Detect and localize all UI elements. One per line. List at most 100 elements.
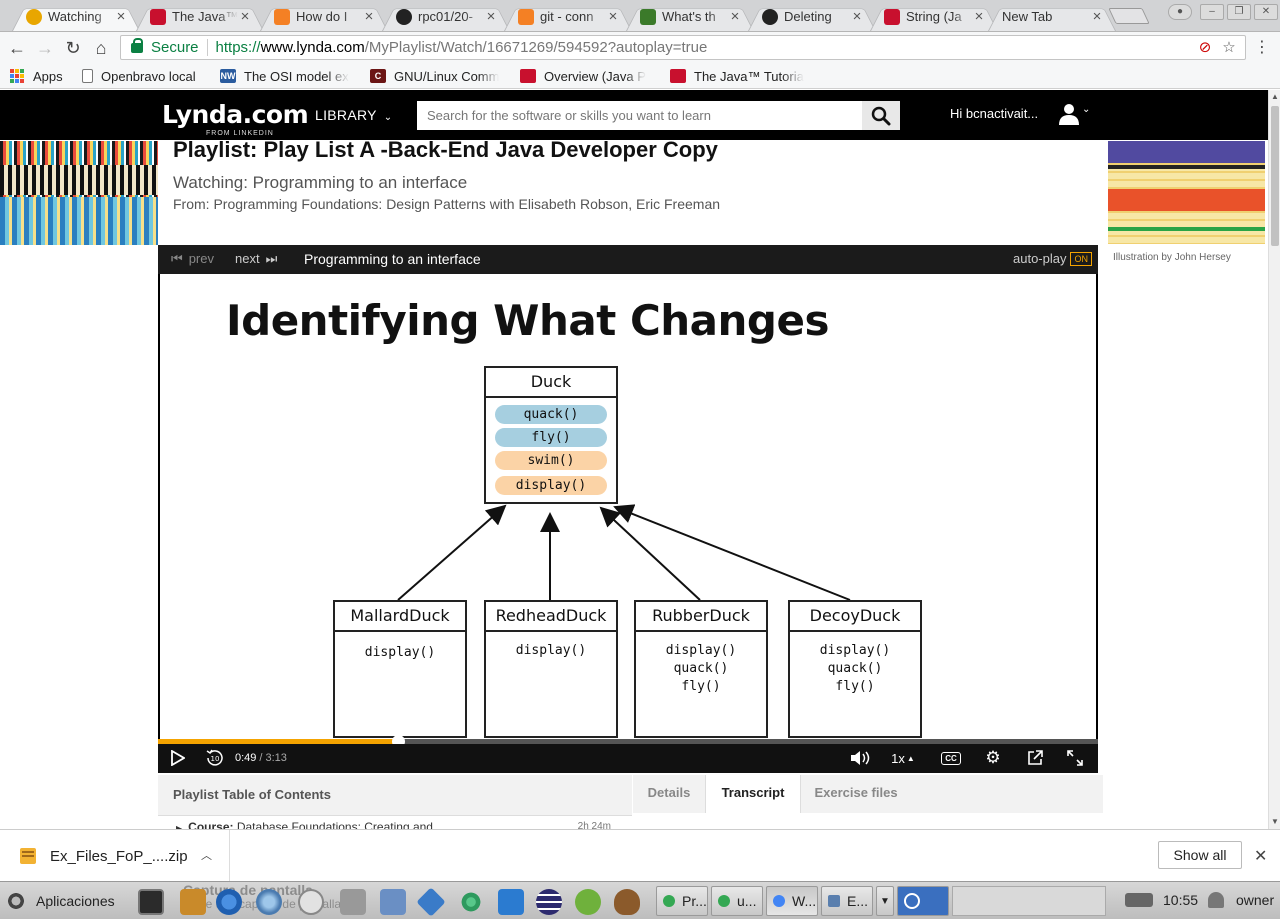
chevron-up-icon[interactable]: ︿: [201, 850, 212, 862]
oracle-icon: [520, 69, 536, 83]
volume-button[interactable]: [848, 748, 874, 768]
clock[interactable]: 10:55: [1163, 892, 1199, 908]
reload-icon[interactable]: ↻: [65, 38, 81, 58]
close-icon[interactable]: ×: [364, 7, 374, 25]
chromium-launcher-icon[interactable]: [216, 889, 242, 915]
scroll-down-icon[interactable]: ▼: [1271, 817, 1279, 826]
task-e[interactable]: E...: [821, 886, 873, 916]
tab-rpc01[interactable]: rpc01/20- ×: [386, 2, 506, 31]
tab-title: String (Ja: [906, 9, 962, 24]
task-overflow-button[interactable]: ▼: [876, 886, 894, 916]
forward-arrow-icon[interactable]: →: [36, 38, 54, 58]
close-icon[interactable]: ×: [608, 7, 618, 25]
tab-title: Watching: [48, 9, 102, 24]
eclipse-icon[interactable]: [536, 889, 562, 915]
back-arrow-icon[interactable]: ←: [8, 38, 26, 58]
bookmark-apps[interactable]: Apps: [10, 67, 80, 85]
vscode-icon[interactable]: [498, 889, 524, 915]
profile-icon[interactable]: ●: [1168, 4, 1192, 20]
user-menu-button[interactable]: ⌄: [1058, 102, 1094, 128]
applications-menu[interactable]: Aplicaciones: [6, 888, 115, 914]
android-studio-icon[interactable]: [575, 889, 601, 915]
video-title: Programming to an interface: [304, 251, 481, 267]
close-icon[interactable]: ×: [1092, 7, 1102, 25]
close-icon[interactable]: ×: [730, 7, 740, 25]
closed-captions-button[interactable]: CC: [939, 748, 963, 768]
close-icon[interactable]: ×: [974, 7, 984, 25]
bookmark-java-tutorial[interactable]: The Java™ Tutoria: [670, 67, 810, 85]
tab-title: The Java™: [172, 9, 238, 24]
page-content: Illustration by John Hersey Playlist: Pl…: [0, 141, 1268, 829]
task-w[interactable]: W...: [766, 886, 818, 916]
address-bar[interactable]: Secure https:// www.lynda.com /MyPlaylis…: [120, 35, 1246, 60]
minimize-icon[interactable]: –: [1200, 4, 1224, 20]
bookmark-osi-model[interactable]: NW The OSI model ex: [220, 68, 349, 84]
folder-icon[interactable]: [380, 889, 406, 915]
task-pr[interactable]: Pr...: [656, 886, 708, 916]
new-tab-button[interactable]: [1112, 8, 1146, 24]
tab-watching[interactable]: Watching ×: [16, 2, 136, 31]
lynda-favicon-icon: [26, 8, 42, 25]
show-all-button[interactable]: Show all: [1158, 841, 1242, 869]
rewind-10-icon: 10: [206, 749, 223, 766]
tab-new-tab[interactable]: New Tab ×: [992, 2, 1112, 31]
fullscreen-button[interactable]: [1064, 748, 1086, 768]
web-browser-icon[interactable]: [256, 889, 282, 915]
next-button[interactable]: next⏭: [235, 251, 278, 266]
slide-title: Identifying What Changes: [226, 296, 829, 345]
tab-string-java[interactable]: String (Ja ×: [874, 2, 994, 31]
network-icon[interactable]: [1125, 893, 1153, 907]
terminal-icon[interactable]: [138, 889, 164, 915]
acorn-icon[interactable]: [614, 889, 640, 915]
tab-transcript[interactable]: Transcript: [705, 775, 801, 813]
notes-icon[interactable]: [180, 889, 206, 915]
search-files-icon[interactable]: [298, 889, 324, 915]
bookmark-java-overview[interactable]: Overview (Java P: [520, 67, 660, 85]
bookmark-openbravo[interactable]: Openbravo local: [80, 67, 210, 85]
site-header: Lynda.com FROM LINKEDIN LIBRARY ⌄ Hi bcn…: [0, 90, 1268, 140]
page-scrollbar[interactable]: ▲ ▼: [1268, 90, 1280, 829]
popout-button[interactable]: [1024, 748, 1046, 768]
speed-button[interactable]: 1x▲: [891, 750, 915, 766]
bookmark-star-icon[interactable]: ☆: [1222, 39, 1236, 56]
window-close-icon[interactable]: ✕: [1254, 4, 1278, 20]
tab-git-conn[interactable]: git - conn ×: [508, 2, 628, 31]
workspace-pager[interactable]: [952, 886, 1106, 916]
tab-whats-the[interactable]: What's th ×: [630, 2, 750, 31]
video-frame[interactable]: Identifying What Changes Duck quack() fl…: [160, 274, 1096, 741]
library-menu-button[interactable]: LIBRARY ⌄: [315, 107, 393, 123]
home-icon[interactable]: ⌂: [95, 38, 107, 58]
virtualbox-icon[interactable]: [416, 887, 446, 917]
rewind-10-button[interactable]: 10: [204, 748, 226, 768]
scroll-thumb[interactable]: [1271, 106, 1279, 246]
bookmark-gnu-linux[interactable]: C GNU/Linux Comm: [370, 67, 510, 85]
toc-row[interactable]: ▶Course: Database Foundations: Creating …: [158, 815, 632, 829]
settings-gear-icon[interactable]: ⚙: [985, 748, 1001, 767]
close-icon[interactable]: ×: [486, 7, 496, 25]
prev-button[interactable]: ⏮prev: [171, 251, 214, 266]
close-icon[interactable]: ×: [240, 7, 250, 25]
menu-kebab-icon[interactable]: ⋮: [1254, 39, 1270, 56]
close-icon[interactable]: ×: [116, 7, 126, 25]
atom-icon[interactable]: [458, 889, 484, 915]
close-icon[interactable]: ×: [852, 7, 862, 25]
play-button[interactable]: [168, 748, 188, 768]
task-u[interactable]: u...: [711, 886, 763, 916]
tab-how-do-i[interactable]: How do I ×: [264, 2, 384, 31]
lynda-logo[interactable]: Lynda.com FROM LINKEDIN: [162, 100, 309, 137]
search-input[interactable]: [417, 101, 863, 130]
blocked-content-icon[interactable]: ⊘: [1198, 39, 1212, 56]
maximize-icon[interactable]: ❐: [1227, 4, 1251, 20]
workspace-switcher[interactable]: [897, 886, 949, 916]
username[interactable]: owner: [1236, 892, 1275, 908]
tab-exercise-files[interactable]: Exercise files: [814, 785, 898, 800]
close-icon[interactable]: ✕: [1254, 848, 1268, 865]
tab-java-tutorial[interactable]: The Java™ ×: [140, 2, 260, 31]
screenshot-icon[interactable]: [340, 889, 366, 915]
tab-details[interactable]: Details: [647, 785, 691, 800]
scroll-up-icon[interactable]: ▲: [1271, 92, 1279, 101]
download-item[interactable]: Ex_Files_FoP_....zip ︿: [0, 830, 230, 882]
search-button[interactable]: [862, 101, 900, 130]
tab-deleting[interactable]: Deleting ×: [752, 2, 872, 31]
